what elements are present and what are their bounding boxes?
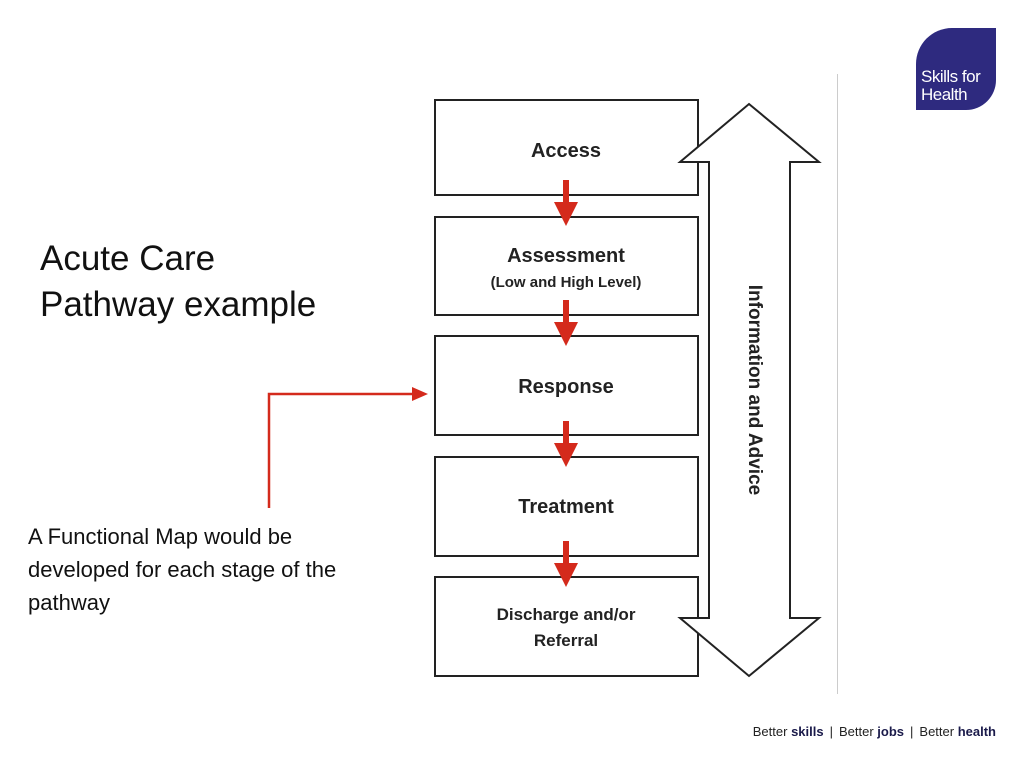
footer-better-1: Better xyxy=(752,724,792,739)
stage-title-discharge: Discharge and/or xyxy=(497,605,636,624)
flow-arrow-4 xyxy=(554,541,578,587)
footer-better-2: Better xyxy=(838,724,878,739)
footer-better-3: Better xyxy=(919,724,958,739)
slide-title-line-1: Acute Care xyxy=(40,239,216,278)
stage-subtitle-assessment: (Low and High Level) xyxy=(491,274,642,291)
footer-skills: skills xyxy=(791,724,824,739)
flow-arrow-1 xyxy=(554,180,578,226)
stage-title-access: Access xyxy=(531,140,601,162)
slide-title-line-2: Pathway example xyxy=(40,285,317,324)
information-double-arrow xyxy=(677,102,822,678)
stage-box-response xyxy=(434,335,699,436)
logo-text-line-2: Health xyxy=(921,85,968,104)
vertical-divider xyxy=(837,74,838,694)
stage-box-discharge xyxy=(434,576,699,677)
footer-jobs: jobs xyxy=(877,724,905,739)
information-advice-label: Information and Advice xyxy=(744,285,765,495)
stage-title-assessment: Assessment xyxy=(507,245,625,267)
stage-title-response: Response xyxy=(518,376,614,398)
flow-arrow-2 xyxy=(554,300,578,346)
functional-map-note: A Functional Map would be developed for … xyxy=(28,524,337,615)
skills-for-health-logo: Skills for Health xyxy=(916,28,996,110)
slide-title: Acute Care Pathway example xyxy=(40,236,316,328)
footer-tagline: Better skills | Better jobs | Better health xyxy=(753,724,996,739)
footer-separator-1: | xyxy=(829,724,833,739)
footer-health: health xyxy=(957,724,996,739)
note-connector-arrow xyxy=(267,392,422,508)
stage-box-access xyxy=(434,99,699,196)
stage-title-treatment: Treatment xyxy=(518,496,614,518)
flow-arrow-3 xyxy=(554,421,578,467)
stage-subtitle-discharge: Referral xyxy=(534,631,598,650)
note-connector-arrowhead xyxy=(412,387,428,401)
footer-separator-2: | xyxy=(910,724,914,739)
logo-text-line-1: Skills for xyxy=(921,67,981,86)
